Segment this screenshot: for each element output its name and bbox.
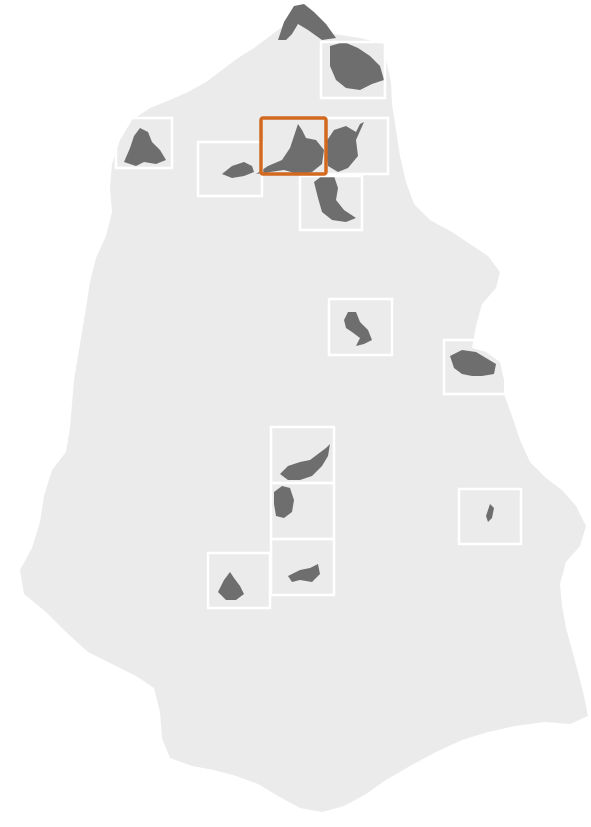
region-outline [20, 14, 588, 812]
settlement-center [344, 312, 372, 346]
tile-center[interactable] [327, 297, 394, 357]
tile-north-south[interactable] [298, 174, 364, 232]
tile-east[interactable] [442, 338, 508, 396]
tile-north-coast[interactable] [319, 40, 387, 100]
settlement-southeast [486, 504, 494, 522]
settlement-north-coast [278, 4, 336, 40]
settlement-west [222, 162, 254, 178]
settlement-southwest [218, 572, 244, 600]
settlement-northeast [326, 122, 364, 172]
settlement-south-3 [288, 564, 320, 582]
tile-central-north-selected[interactable] [259, 116, 328, 176]
tile-layer [114, 40, 523, 610]
settlement-central [256, 124, 324, 174]
settlement-south-2 [274, 486, 294, 518]
tile-southeast[interactable] [457, 487, 523, 546]
settlement-south-1 [280, 444, 330, 480]
settlement-far-west [124, 128, 166, 166]
settlement-east [450, 350, 496, 376]
tile-far-west[interactable] [114, 116, 174, 170]
settlement-north-coast-2 [330, 42, 384, 90]
settlement-layer [124, 4, 496, 600]
tile-southwest[interactable] [206, 551, 272, 610]
settlement-north-south [314, 176, 356, 222]
